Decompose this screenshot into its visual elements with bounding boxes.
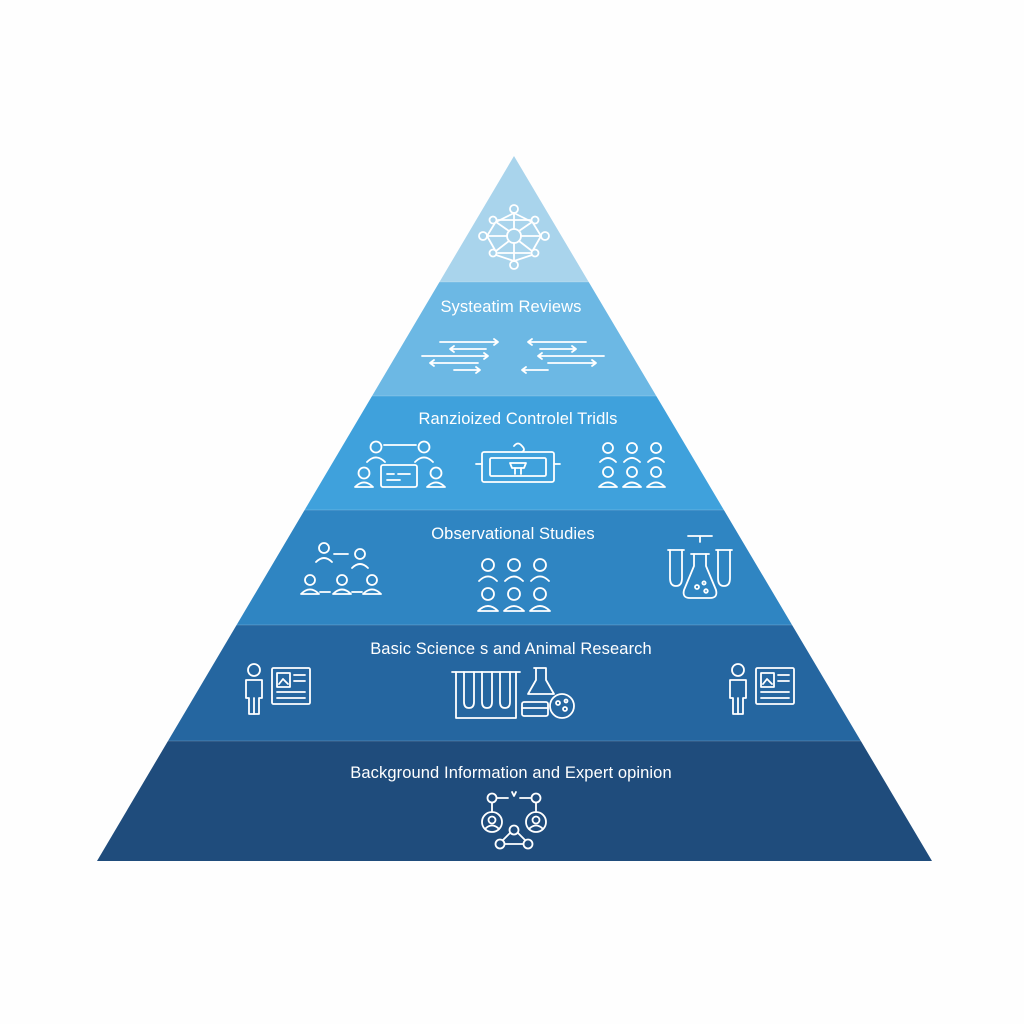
tier-6-label: Background Information and Expert opinio…: [350, 764, 671, 782]
person-id-card-icon: [729, 663, 795, 715]
people-grid-icon: [477, 558, 551, 612]
tier-6-band: [97, 741, 932, 861]
expert-network-icon: [481, 791, 547, 850]
arrows-exchange-icon: [421, 338, 499, 374]
tier-2-label: Systeatim Reviews: [440, 298, 581, 316]
device-icon: [475, 442, 561, 483]
network-nodes-icon: [478, 204, 550, 270]
tier-5-label: Basic Science s and Animal Research: [370, 640, 652, 658]
group-assignment-icon: [354, 440, 446, 488]
tier-3-label: Ranzioized Controlel Tridls: [419, 410, 618, 428]
lab-flasks-icon: [667, 535, 733, 599]
tier-5-band: [97, 625, 932, 741]
people-grid-icon: [598, 442, 666, 488]
tier-4-label: Observational Studies: [431, 525, 595, 543]
people-network-icon: [300, 542, 382, 595]
person-id-card-icon: [245, 663, 311, 715]
test-tubes-icon: [451, 667, 575, 719]
arrows-exchange-icon: [521, 338, 605, 374]
